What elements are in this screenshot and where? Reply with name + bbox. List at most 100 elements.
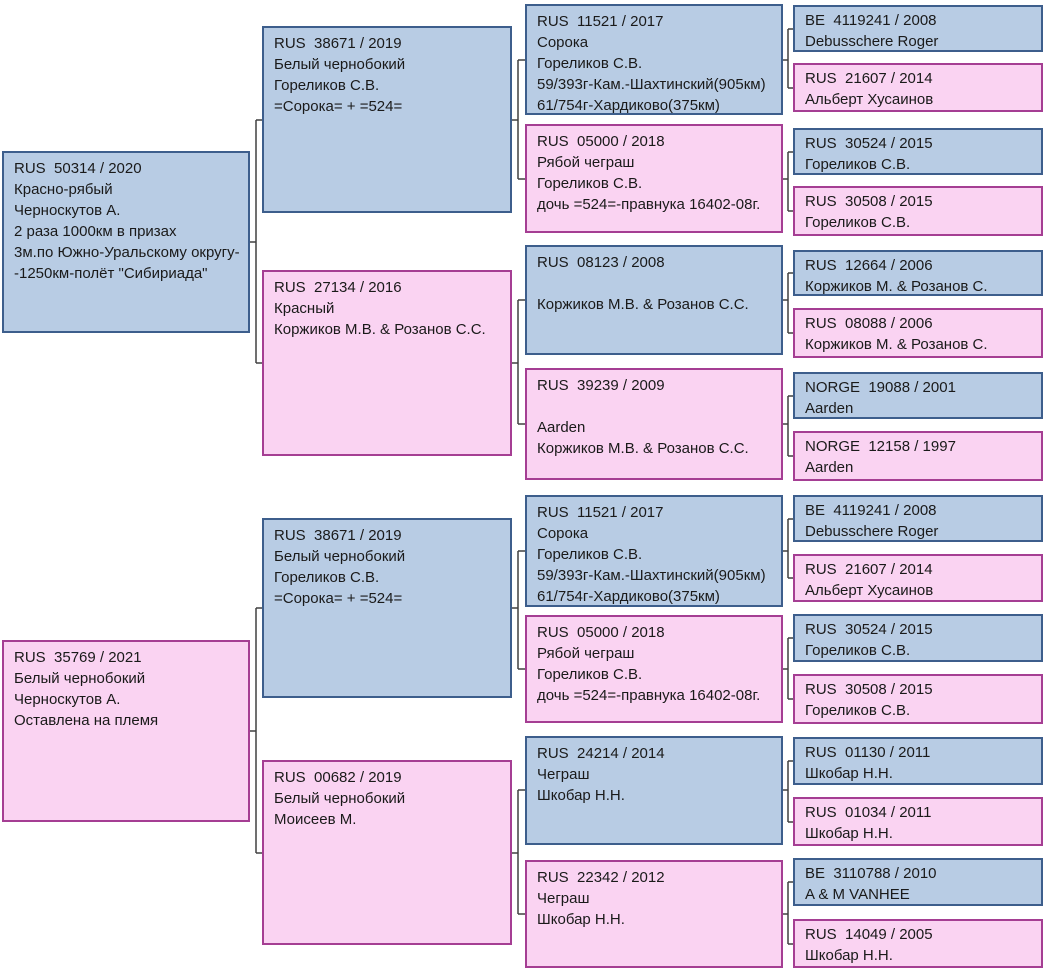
node-text-line: Aarden (805, 459, 854, 476)
node-text-line: 61/754г-Хардиково(375км) (537, 97, 720, 114)
connector-bracket (783, 395, 793, 457)
node-text-line: Альберт Хусаинов (805, 91, 934, 108)
node-text-line: Чеграш (537, 890, 590, 907)
node-text-line: RUS 14049 / 2005 (805, 926, 933, 943)
node-text-line: Коржиков М. & Розанов С. (805, 278, 988, 295)
node-text-line: Гореликов С.В. (274, 77, 380, 94)
node-text-line: Гореликов С.В. (537, 666, 643, 683)
node-text-line: Белый чернобокий (274, 56, 406, 73)
node-text-line: Оставлена на племя (14, 712, 159, 729)
node-text-line (537, 396, 773, 417)
node-text-line: RUS 24214 / 2014 (537, 745, 665, 762)
node-text-line: 59/393г-Кам.-Шахтинский(905км) (537, 567, 766, 584)
connector-bracket (783, 151, 793, 212)
node-text-line: RUS 21607 / 2014 (805, 561, 933, 578)
node-text-line: Aarden (537, 419, 586, 436)
node-text-line: RUS 30508 / 2015 (805, 681, 933, 698)
connector-bracket (783, 760, 793, 823)
connector-bracket (783, 518, 793, 579)
node-text-line: 3м.по Южно-Уральскому округу- (14, 244, 240, 261)
node-text-line: Сорока (537, 34, 589, 51)
node-gen3-3: RUS 08123 / 2008 Коржиков М.В. & Розанов… (525, 245, 783, 355)
connector-bracket (512, 299, 525, 425)
node-text-line: дочь =524=-правнука 16402-08г. (537, 687, 761, 704)
node-text-line: RUS 35769 / 2021 (14, 649, 142, 666)
node-text-line: =Сорока= + =524= (274, 98, 403, 115)
node-text-line: Debusschere Roger (805, 33, 939, 50)
node-text-line: 61/754г-Хардиково(375км) (537, 588, 720, 605)
node-text-line: RUS 12664 / 2006 (805, 257, 933, 274)
connector-bracket (783, 881, 793, 945)
node-text-line: Рябой чеграш (537, 645, 635, 662)
node-text-line: RUS 39239 / 2009 (537, 377, 665, 394)
node-text-line: Чеграш (537, 766, 590, 783)
node-text-line: RUS 05000 / 2018 (537, 624, 665, 641)
node-text-line: Сорока (537, 525, 589, 542)
connector-bracket (512, 550, 525, 670)
node-text-line: RUS 08088 / 2006 (805, 315, 933, 332)
node-text-line: Гореликов С.В. (537, 55, 643, 72)
connector-bracket (512, 59, 525, 180)
node-text-line: Шкобар Н.Н. (805, 947, 893, 964)
node-text-line: 59/393г-Кам.-Шахтинский(905км) (537, 76, 766, 93)
node-text-line: RUS 27134 / 2016 (274, 279, 402, 296)
connector-bracket (783, 28, 793, 89)
connector-bracket (512, 789, 525, 915)
connector-bracket (783, 637, 793, 700)
node-text-line: Гореликов С.В. (274, 569, 380, 586)
connector-bracket (783, 272, 793, 334)
node-text-line: Гореликов С.В. (805, 642, 911, 659)
node-text-line: Черноскутов А. (14, 202, 121, 219)
node-text-line: Белый чернобокий (274, 790, 406, 807)
node-text-line: Рябой чеграш (537, 154, 635, 171)
node-text-line: A & M VANHEE (805, 886, 910, 903)
node-text-line: RUS 11521 / 2017 (537, 504, 664, 521)
node-text-line: NORGE 12158 / 1997 (805, 438, 956, 455)
node-text-line: Гореликов С.В. (805, 214, 911, 231)
node-text-line: Aarden (805, 400, 854, 417)
node-text-line (537, 273, 773, 294)
node-text-line: 2 раза 1000км в призах (14, 223, 177, 240)
node-text-line: Коржиков М.В. & Розанов С.С. (537, 296, 749, 313)
node-text-line: RUS 38671 / 2019 (274, 527, 402, 544)
node-text-line: RUS 30508 / 2015 (805, 193, 933, 210)
node-text-line: BE 4119241 / 2008 (805, 502, 937, 519)
node-text-line: Шкобар Н.Н. (537, 787, 625, 804)
node-text-line: Белый чернобокий (14, 670, 146, 687)
node-text-line: Гореликов С.В. (805, 702, 911, 719)
node-text-line: RUS 30524 / 2015 (805, 135, 933, 152)
node-text-line: RUS 11521 / 2017 (537, 13, 664, 30)
node-text-line: RUS 01034 / 2011 (805, 804, 932, 821)
node-text-line: RUS 30524 / 2015 (805, 621, 933, 638)
connector-bracket (250, 119, 262, 364)
node-text-line: RUS 38671 / 2019 (274, 35, 402, 52)
node-text-line: =Сорока= + =524= (274, 590, 403, 607)
node-text-line: RUS 08123 / 2008 (537, 254, 665, 271)
node-text-line: RUS 01130 / 2011 (805, 744, 931, 761)
node-text-line: Коржиков М.В. & Розанов С.С. (274, 321, 486, 338)
node-text-line: Коржиков М.В. & Розанов С.С. (537, 440, 749, 457)
